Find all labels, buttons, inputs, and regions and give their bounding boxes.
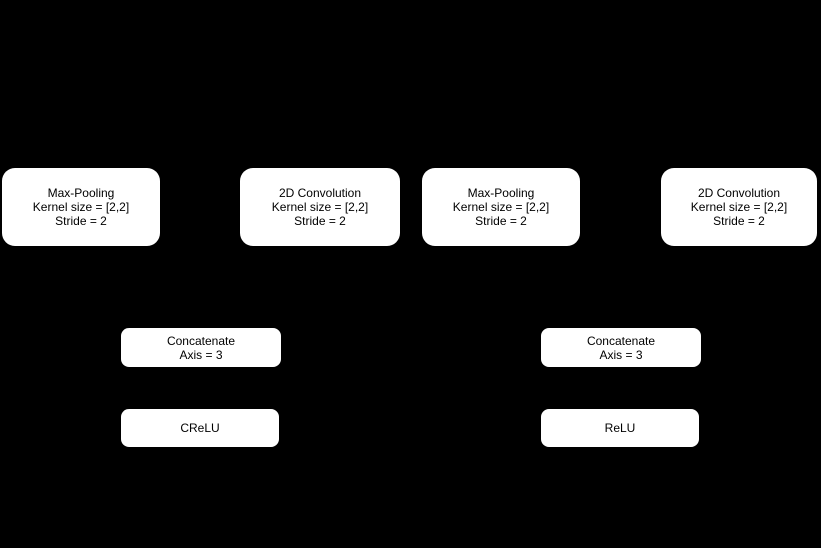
- node-param-kernel: Kernel size = [2,2]: [452, 200, 550, 214]
- node-concatenate-1: Concatenate Axis = 3: [121, 328, 281, 367]
- node-title: 2D Convolution: [697, 186, 781, 200]
- node-param-kernel: Kernel size = [2,2]: [32, 200, 130, 214]
- node-title: Max-Pooling: [47, 186, 115, 200]
- node-concatenate-2: Concatenate Axis = 3: [541, 328, 701, 367]
- node-2d-convolution-2: 2D Convolution Kernel size = [2,2] Strid…: [661, 168, 817, 246]
- node-param-stride: Stride = 2: [55, 214, 107, 228]
- node-title: Concatenate: [166, 333, 236, 348]
- node-title: Concatenate: [586, 333, 656, 348]
- node-max-pooling-2: Max-Pooling Kernel size = [2,2] Stride =…: [422, 168, 580, 246]
- node-param-axis: Axis = 3: [599, 347, 643, 362]
- node-max-pooling-1: Max-Pooling Kernel size = [2,2] Stride =…: [2, 168, 160, 246]
- node-relu-activation: ReLU: [541, 409, 699, 447]
- node-crelu-activation: CReLU: [121, 409, 279, 447]
- node-title: Max-Pooling: [467, 186, 535, 200]
- node-title: ReLU: [604, 421, 636, 435]
- node-2d-convolution-1: 2D Convolution Kernel size = [2,2] Strid…: [240, 168, 400, 246]
- node-param-kernel: Kernel size = [2,2]: [271, 200, 369, 214]
- node-param-stride: Stride = 2: [475, 214, 527, 228]
- node-param-stride: Stride = 2: [713, 214, 765, 228]
- node-title: 2D Convolution: [278, 186, 362, 200]
- node-param-kernel: Kernel size = [2,2]: [690, 200, 788, 214]
- node-title: CReLU: [180, 421, 220, 435]
- node-param-stride: Stride = 2: [294, 214, 346, 228]
- node-param-axis: Axis = 3: [179, 347, 223, 362]
